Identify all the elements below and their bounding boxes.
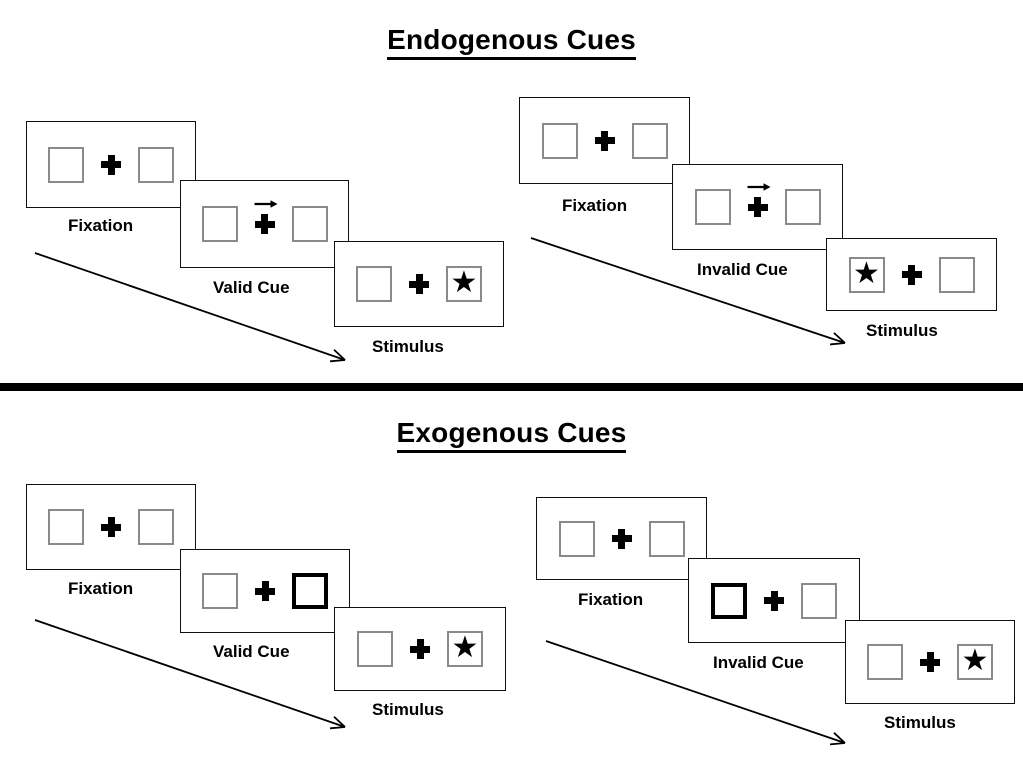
fixation-cross-icon [101, 154, 121, 175]
left-placeholder-box [541, 122, 578, 159]
arrow-cue-right-icon [747, 183, 771, 191]
fixation-cross-icon [611, 528, 632, 549]
fixation-cross-icon [901, 264, 922, 285]
fixation-slot [899, 264, 925, 285]
fixation-slot [252, 200, 278, 234]
frame-endogenous-invalid-stimulus: ★ [826, 238, 997, 311]
endogenous-valid-time-arrow [34, 252, 346, 361]
left-placeholder-box [48, 509, 84, 545]
exogenous-valid-time-arrow-head [333, 716, 346, 728]
right-placeholder-box [784, 189, 821, 225]
right-target-box: ★ [957, 644, 993, 680]
star-target-icon: ★ [853, 256, 880, 290]
frame-endogenous-valid-stimulus: ★ [334, 241, 504, 327]
left-target-box: ★ [848, 256, 885, 293]
left-placeholder-box [201, 206, 238, 242]
left-cued-box [711, 582, 747, 619]
right-placeholder-box [138, 509, 174, 545]
section-title-endogenous: Endogenous Cues [0, 24, 1023, 60]
left-placeholder-box [357, 631, 393, 667]
fixation-slot [917, 652, 943, 672]
left-placeholder-box [694, 189, 731, 225]
exogenous-invalid-time-arrow-head [833, 732, 846, 744]
stage-label-endogenous-invalid-fixation: Fixation [562, 196, 628, 215]
frame-endogenous-invalid-cue [672, 164, 843, 250]
star-target-icon: ★ [961, 644, 989, 677]
section-title-exogenous: Exogenous Cues [0, 417, 1023, 453]
fixation-cross-icon [409, 274, 429, 294]
stage-label-endogenous-valid-cue: Valid Cue [213, 278, 290, 297]
stage-label-endogenous-valid-stimulus: Stimulus [372, 337, 444, 356]
left-placeholder-box [356, 266, 392, 302]
fixation-slot [761, 590, 787, 611]
fixation-slot [592, 130, 618, 151]
fixation-slot [745, 183, 771, 217]
right-placeholder-box [291, 206, 328, 242]
right-placeholder-box [138, 146, 174, 183]
stage-label-exogenous-invalid-cue: Invalid Cue [713, 653, 804, 672]
right-placeholder-box [801, 582, 837, 619]
left-placeholder-box [202, 573, 238, 609]
endogenous-invalid-time-arrow-head [833, 332, 846, 344]
frame-exogenous-invalid-stimulus: ★ [845, 620, 1015, 704]
right-placeholder-box [938, 256, 975, 293]
right-target-box: ★ [446, 266, 482, 302]
fixation-cross-icon [254, 214, 275, 234]
stage-label-exogenous-invalid-stimulus: Stimulus [884, 713, 956, 732]
left-placeholder-box [48, 146, 84, 183]
section-title-exogenous-text: Exogenous Cues [396, 417, 627, 453]
section-divider [0, 383, 1023, 391]
stage-label-exogenous-valid-cue: Valid Cue [213, 642, 290, 661]
right-placeholder-box [631, 122, 668, 159]
frame-exogenous-valid-cue [180, 549, 350, 633]
stage-label-endogenous-invalid-stimulus: Stimulus [866, 321, 938, 340]
frame-endogenous-invalid-fixation [519, 97, 690, 184]
frame-exogenous-valid-fixation [26, 484, 196, 570]
fixation-cross-icon [255, 581, 275, 601]
stage-label-exogenous-invalid-fixation: Fixation [578, 590, 644, 609]
fixation-cross-icon [101, 517, 121, 537]
endogenous-valid-time-arrow-head [333, 349, 346, 361]
exogenous-valid-time-arrow-head [329, 726, 346, 730]
frame-exogenous-invalid-cue [688, 558, 860, 643]
exogenous-valid-time-arrow [34, 619, 346, 728]
left-placeholder-box [558, 520, 595, 557]
frame-endogenous-valid-cue [180, 180, 349, 268]
fixation-slot [98, 154, 124, 175]
frame-endogenous-valid-fixation [26, 121, 196, 208]
star-target-icon: ★ [451, 631, 479, 664]
frame-exogenous-invalid-fixation [536, 497, 707, 580]
stage-label-endogenous-invalid-cue: Invalid Cue [697, 260, 788, 279]
fixation-slot [406, 274, 432, 294]
exogenous-invalid-time-arrow-head [829, 742, 846, 746]
fixation-cross-icon [747, 197, 768, 217]
right-target-box: ★ [447, 631, 483, 667]
section-title-endogenous-text: Endogenous Cues [387, 24, 636, 60]
fixation-cross-icon [920, 652, 940, 672]
fixation-cross-icon [594, 130, 615, 151]
fixation-slot [98, 517, 124, 537]
stage-label-exogenous-valid-stimulus: Stimulus [372, 700, 444, 719]
arrow-cue-right-icon [254, 200, 278, 208]
endogenous-invalid-time-arrow-head [829, 342, 846, 346]
fixation-slot [609, 528, 635, 549]
fixation-slot [407, 639, 433, 659]
fixation-slot [252, 581, 278, 601]
fixation-cross-icon [764, 590, 784, 611]
left-placeholder-box [867, 644, 903, 680]
endogenous-invalid-time-arrow [530, 237, 846, 344]
right-cued-box [292, 573, 328, 609]
stage-label-exogenous-valid-fixation: Fixation [68, 579, 134, 598]
endogenous-valid-time-arrow-head [329, 359, 346, 363]
fixation-cross-icon [410, 639, 430, 659]
frame-exogenous-valid-stimulus: ★ [334, 607, 506, 691]
star-target-icon: ★ [450, 266, 478, 299]
stage-label-endogenous-valid-fixation: Fixation [68, 216, 134, 235]
right-placeholder-box [648, 520, 685, 557]
